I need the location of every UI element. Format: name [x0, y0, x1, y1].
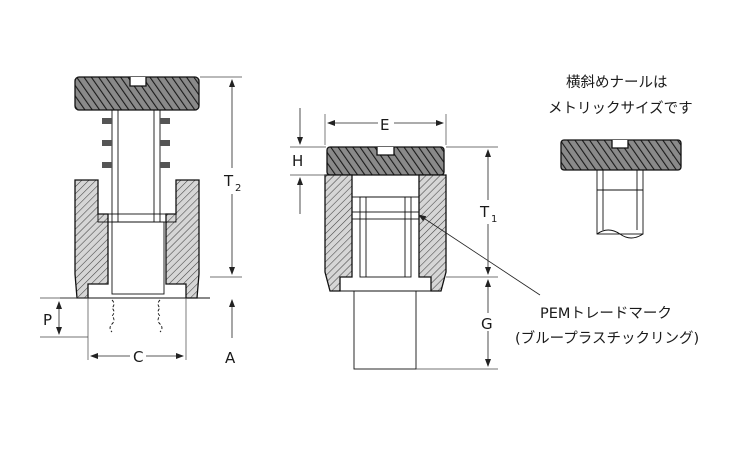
knurl-detail [560, 139, 682, 239]
left-ferrule [74, 179, 109, 299]
dim-t1-label: T [479, 203, 490, 221]
middle-shaft [359, 196, 412, 278]
left-dimensions: T 2 P C A [40, 76, 248, 367]
left-shaft [111, 109, 161, 223]
left-thread [111, 221, 165, 295]
knurl-note-line2: メトリックサイズです [548, 100, 693, 117]
left-assembly [60, 76, 210, 360]
middle-ferrule-right [418, 174, 447, 292]
dim-t2-label: T [223, 172, 234, 190]
knurl-note-line1: 横斜めナールは [566, 74, 668, 91]
pem-ring-note: (ブループラスチックリング) [515, 329, 699, 347]
dim-h-label: H [292, 152, 303, 170]
knurl-detail-shaft [596, 169, 644, 235]
middle-assembly [324, 146, 447, 370]
dim-p-label: P [43, 311, 52, 329]
left-cap-slot [129, 77, 147, 87]
blue-plastic-ring [351, 211, 420, 220]
middle-dimensions: E H T 1 G [290, 108, 502, 370]
dim-g-label: G [481, 315, 493, 333]
dim-e-label: E [380, 116, 389, 134]
dim-t1-subscript: 1 [491, 214, 497, 225]
pem-trademark-note: PEMトレードマーク [540, 305, 672, 322]
dim-t2-subscript: 2 [235, 183, 241, 194]
left-spring [102, 118, 170, 168]
pem-leader-line [418, 214, 541, 296]
dim-c-label: C [133, 348, 143, 366]
middle-ferrule-left [324, 174, 353, 292]
middle-thread [353, 290, 417, 370]
dim-a-label: A [225, 349, 236, 367]
